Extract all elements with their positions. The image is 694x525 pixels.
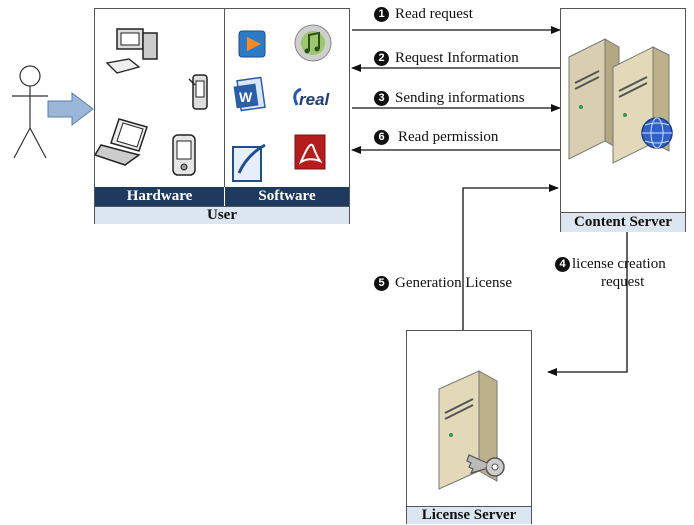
svg-text:real: real	[299, 90, 331, 109]
license-server-caption: License Server	[407, 506, 531, 524]
hardware-label: Hardware	[95, 187, 224, 206]
license-server-box: License Server	[406, 330, 532, 524]
pda-icon	[172, 134, 196, 176]
realplayer-icon: real	[293, 87, 331, 109]
license-server-icon	[438, 370, 505, 490]
step-5-label: 5 Generation License	[374, 275, 512, 292]
step-4-text-line1: license creation	[572, 256, 666, 272]
user-panel: W real Hardware Software User	[94, 8, 350, 224]
step-2-label: 2 Request Information	[374, 50, 519, 67]
step-1-text: Read request	[395, 6, 473, 22]
hardware-icons	[95, 28, 208, 176]
content-server-icon	[568, 38, 673, 164]
content-server-caption: Content Server	[561, 212, 685, 232]
step-1-label: 1 Read request	[374, 6, 473, 23]
step-3-label: 3 Sending informations	[374, 90, 525, 107]
panel-divider	[224, 9, 225, 187]
svg-text:W: W	[239, 89, 253, 105]
software-icons: W real	[232, 24, 332, 182]
content-server-box: Content Server	[560, 8, 686, 232]
arrow-license-creation-request	[547, 232, 628, 376]
step-3-text: Sending informations	[395, 90, 525, 106]
writer-icon	[232, 143, 266, 182]
media-player-icon	[238, 30, 266, 58]
step-6-label: 6 Read permission	[374, 129, 498, 146]
arrow-generation-license	[462, 184, 559, 330]
step-2-badge: 2	[374, 51, 389, 66]
step-4-text-line2: request	[601, 274, 645, 290]
pdf-reader-icon	[294, 134, 326, 170]
step-3-badge: 3	[374, 91, 389, 106]
step-6-text: Read permission	[398, 129, 499, 145]
step-5-badge: 5	[374, 276, 389, 291]
user-caption: User	[95, 206, 349, 224]
word-document-icon: W	[233, 76, 266, 112]
step-2-text: Request Information	[395, 50, 519, 66]
step-4-badge: 4	[555, 257, 570, 272]
step-1-badge: 1	[374, 7, 389, 22]
step-5-text: Generation License	[395, 275, 513, 291]
mobile-device-icon	[188, 74, 208, 110]
music-player-icon	[294, 24, 332, 62]
key-icon	[466, 454, 505, 477]
laptop-icon	[95, 118, 148, 166]
step-6-badge: 6	[374, 130, 389, 145]
desktop-computer-icon	[105, 28, 158, 74]
software-label: Software	[225, 187, 349, 206]
user-input-arrow	[47, 91, 94, 127]
